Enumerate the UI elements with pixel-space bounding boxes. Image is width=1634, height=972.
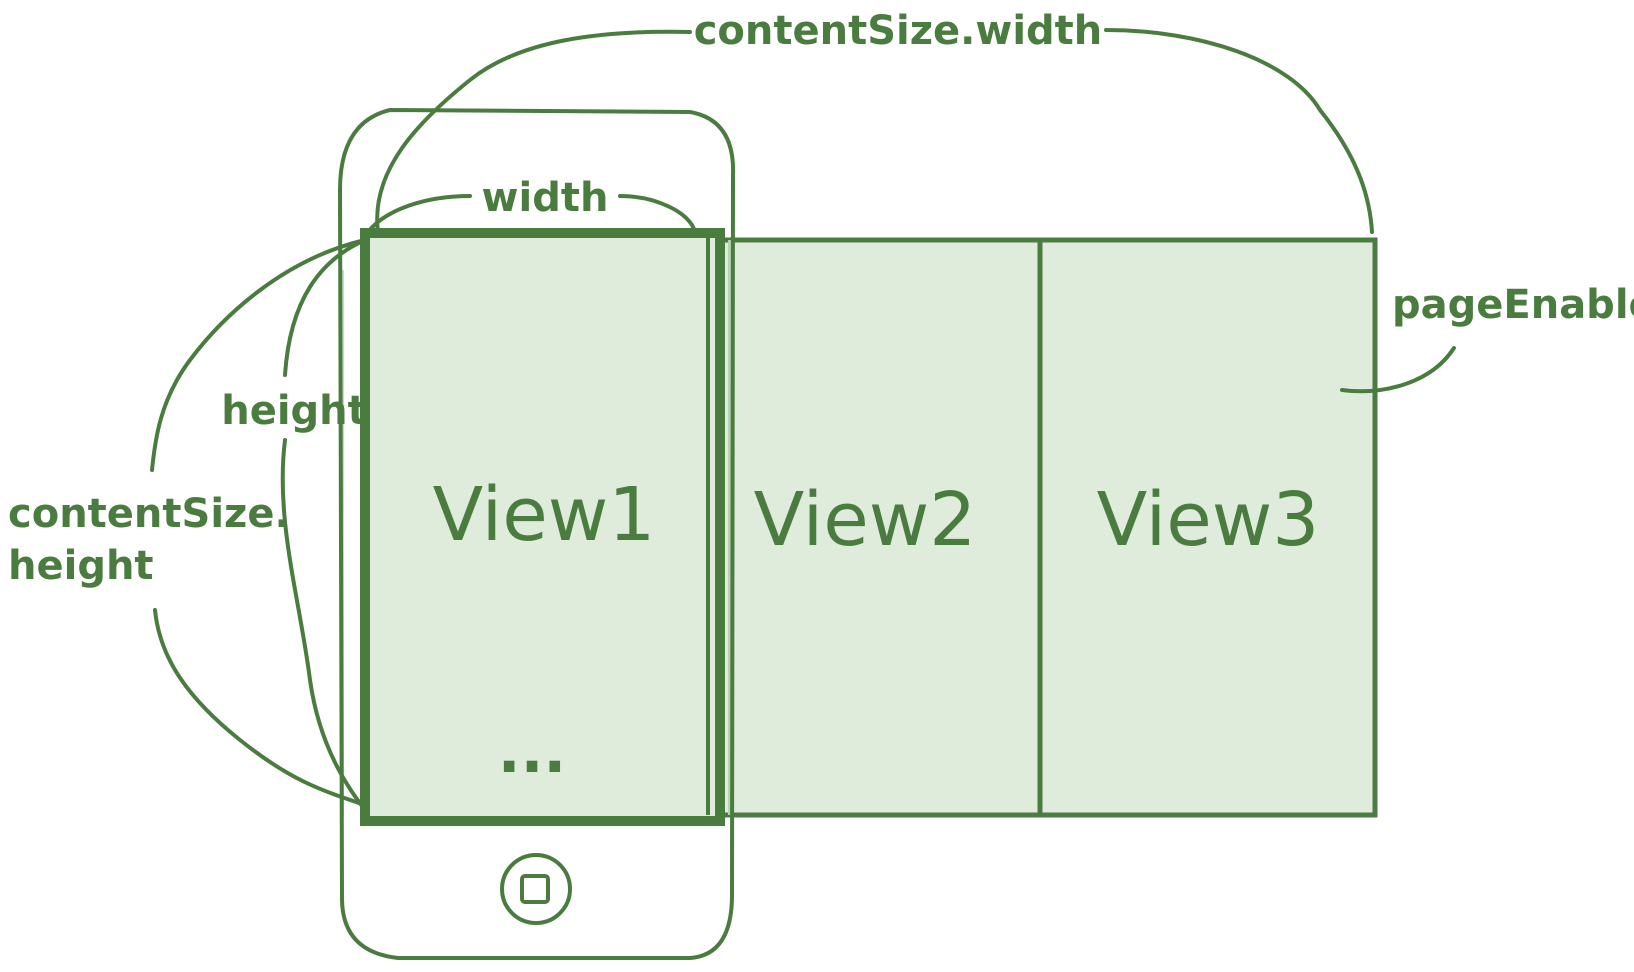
phone-outline [338,108,736,960]
page-view2-box [717,237,1043,818]
page-view2-label: View2 [754,477,977,563]
page-enable-label: pageEnable [1392,282,1634,328]
home-button-square-icon [520,874,550,904]
height-bracket-top [283,238,367,377]
page-view1-ellipsis: ... [498,717,566,787]
page-view3-label: View3 [1097,477,1320,563]
height-bracket-bottom [280,438,367,812]
page-enable-pointer [1340,346,1456,394]
page-view1-box [360,228,725,826]
content-area [340,228,1378,826]
content-width-bracket-left [375,29,692,234]
phone-body [338,108,736,960]
content-height-bracket-bottom [153,608,367,807]
content-width-bracket-right [1104,28,1374,234]
width-bracket-left [366,194,472,234]
home-button-icon [500,853,572,925]
content-height-label-line2: height [8,543,154,589]
width-label: width [482,175,609,221]
width-bracket-right [618,194,697,234]
height-label: height [221,388,367,434]
annotation-curves [150,28,1456,812]
page-view1-label: View1 [433,472,656,558]
content-height-bracket-top [150,238,367,472]
page-view3-box [1037,237,1378,818]
content-width-label: contentSize.width [694,8,1103,54]
content-height-label-line1: contentSize. [8,491,290,537]
